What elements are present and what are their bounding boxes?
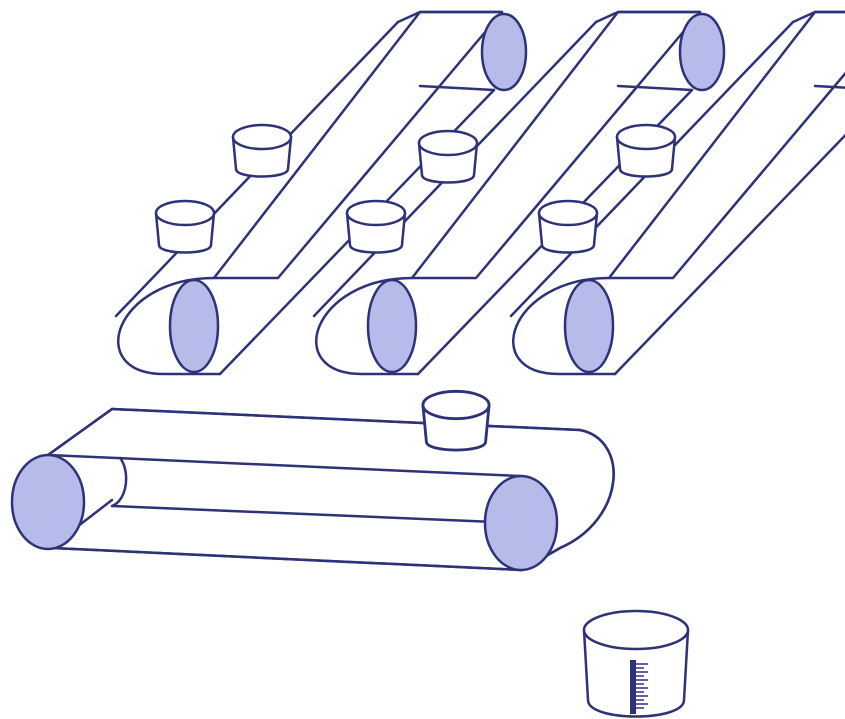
collection-cup	[582, 609, 690, 718]
block	[417, 129, 479, 184]
belt-shape	[509, 10, 845, 376]
belt-shape	[114, 10, 528, 376]
block	[537, 199, 599, 254]
block	[421, 389, 491, 452]
block	[231, 123, 293, 178]
conveyor-1	[114, 10, 528, 376]
merge-conveyor	[10, 407, 615, 572]
roller-right	[483, 474, 559, 572]
block	[345, 199, 407, 254]
block	[615, 123, 677, 178]
block	[154, 199, 216, 254]
measuring-scale-icon	[630, 660, 636, 714]
roller-left	[10, 453, 86, 551]
scale-ticks	[636, 663, 648, 709]
conveyor-3	[509, 10, 845, 376]
